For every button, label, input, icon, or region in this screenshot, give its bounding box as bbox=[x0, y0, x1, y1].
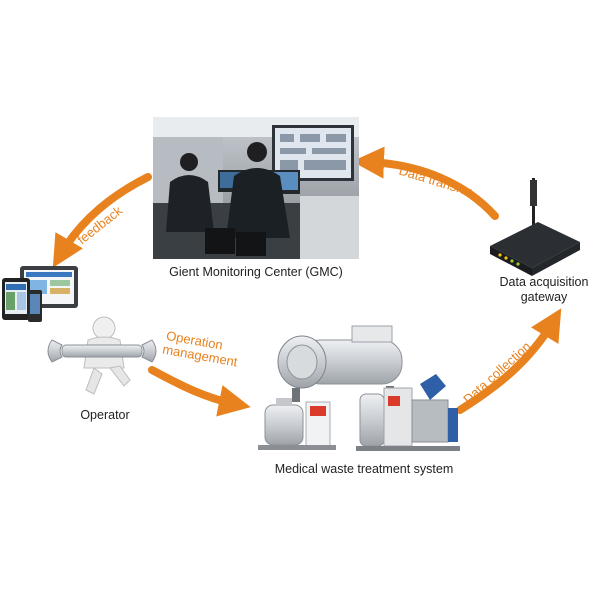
tablet-and-phone-dashboard-icon bbox=[2, 266, 78, 322]
gmc-label: Gient Monitoring Center (GMC) bbox=[169, 265, 343, 279]
person-with-wrench-icon bbox=[47, 316, 157, 395]
data-collection-label: Data collection bbox=[460, 339, 533, 407]
gateway-label-line1: Data acquisition bbox=[499, 275, 589, 289]
arrow-data-transfer bbox=[352, 146, 499, 220]
treatment-label: Medical waste treatment system bbox=[274, 462, 454, 476]
arrow-operation-management bbox=[148, 366, 251, 417]
gateway-label-line2: gateway bbox=[520, 290, 568, 304]
arrow-data-collection bbox=[456, 308, 562, 414]
operator-label: Operator bbox=[80, 408, 130, 422]
arrow-feedback bbox=[52, 173, 152, 268]
router-device-icon bbox=[490, 178, 580, 276]
autoclave-machines-icon bbox=[258, 325, 460, 451]
data-transfer-label: Data transfer bbox=[397, 163, 474, 200]
monitoring-room-photo bbox=[153, 117, 359, 259]
